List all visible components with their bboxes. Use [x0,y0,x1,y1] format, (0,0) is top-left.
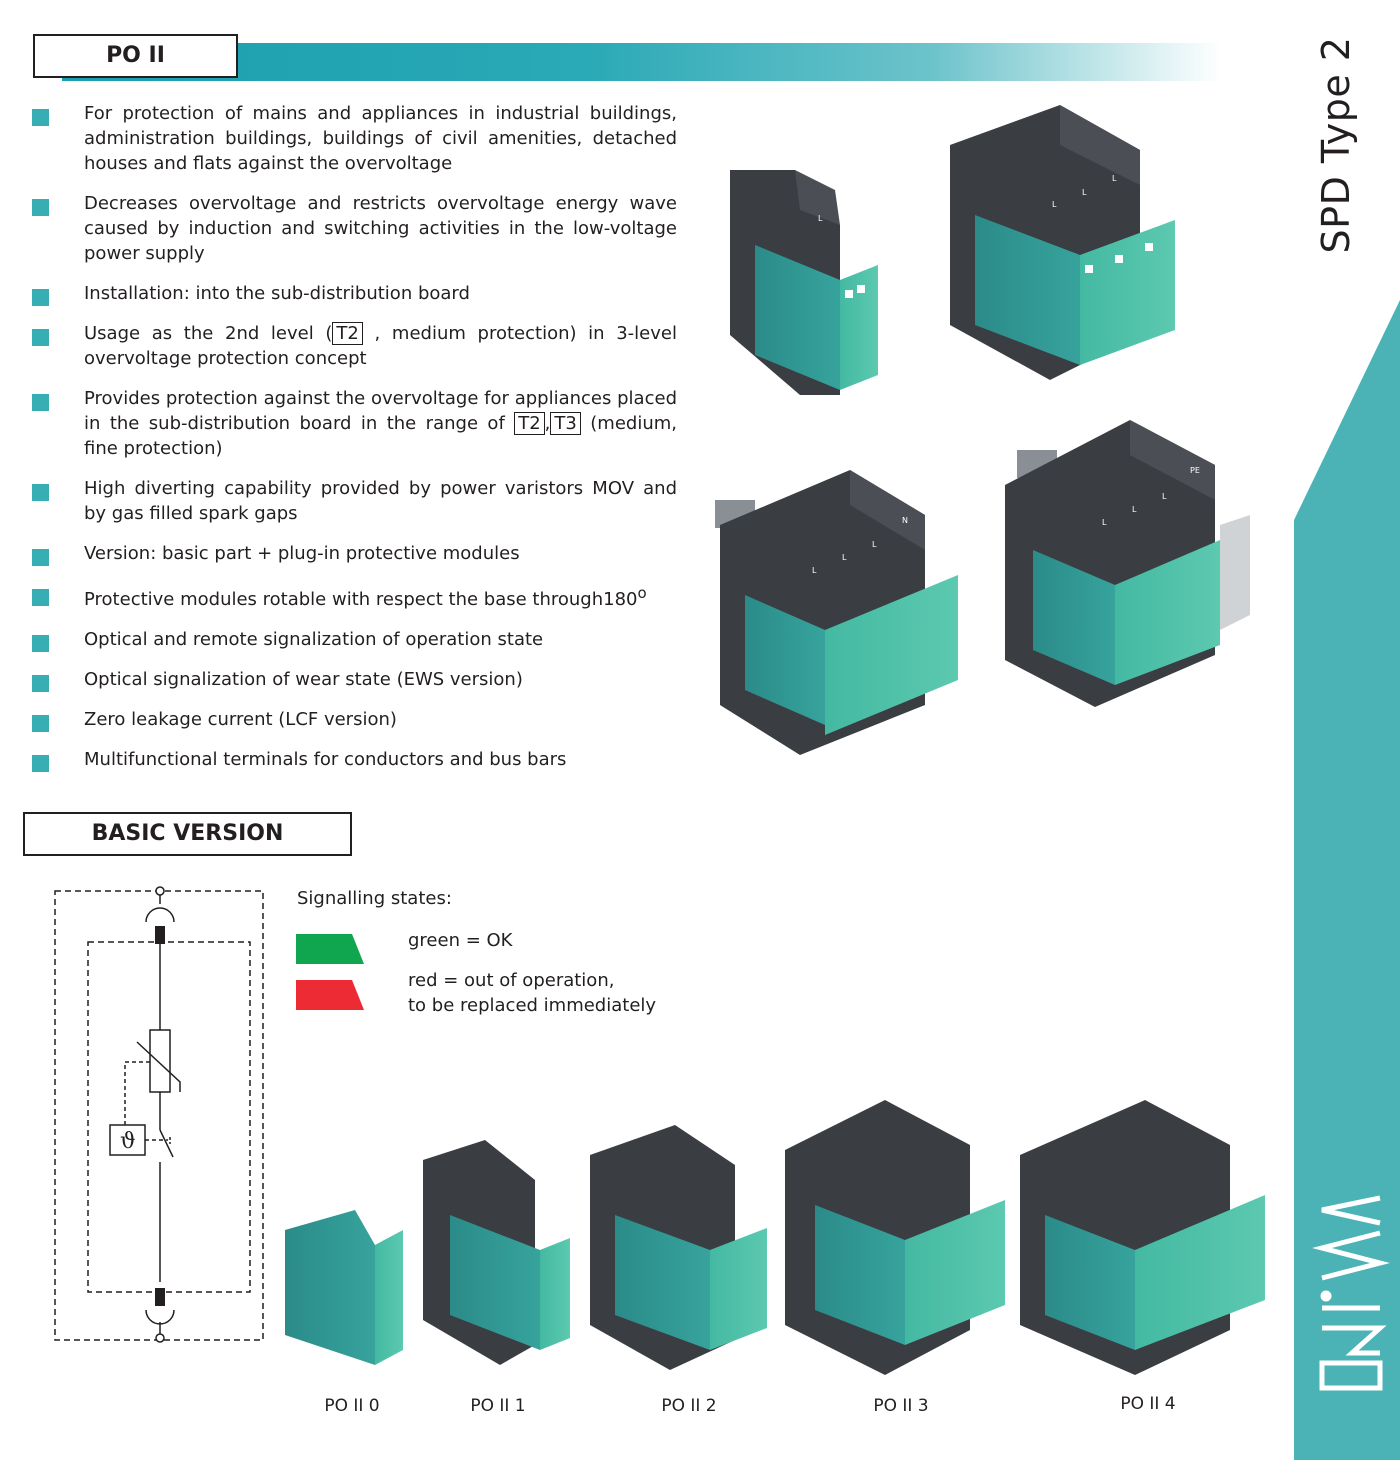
po-ii-3-device [785,1100,1005,1375]
pole-label: L [842,553,847,562]
model-label-po-ii-2: PO II 2 [661,1396,717,1416]
feature-item: Version: basic part + plug-in protective… [32,541,677,566]
bullet-square-icon [32,755,49,772]
feature-item: For protection of mains and appliances i… [32,101,677,176]
side-band [1294,300,1400,1460]
red-state-text-line1: red = out of operation, [408,970,615,991]
po-ii-4-device [1020,1100,1265,1375]
bullet-square-icon [32,199,49,216]
pole-label: L [1082,188,1087,197]
feature-text: For protection of mains and appliances i… [84,103,677,174]
product-illustrations-top: L L L L L L L N L L L PE [715,105,1250,755]
feature-item: Provides protection against the overvolt… [32,386,677,461]
po-ii-0-module [285,1210,403,1365]
pole-label: L [1052,200,1057,209]
feature-item: Multifunctional terminals for conductors… [32,747,677,772]
page-title: PO II [33,34,238,78]
feature-list: For protection of mains and appliances i… [32,101,677,787]
pole-label: L [1162,492,1167,501]
bullet-square-icon [32,635,49,652]
red-state-text-line2: to be replaced immediately [408,995,657,1016]
model-label-po-ii-4: PO II 4 [1120,1394,1176,1414]
spd-type-label: SPD Type 2 [1314,36,1358,254]
green-state-text: green = OK [408,930,513,951]
feature-item: Usage as the 2nd level (T2 , medium prot… [32,321,677,371]
green-swatch [296,934,364,964]
model-label-po-ii-0: PO II 0 [324,1396,380,1416]
signal-swatches [296,934,364,1010]
feature-superscript: o [637,584,647,602]
feature-text: Version: basic part + plug-in protective… [84,543,520,564]
feature-text: Zero leakage current (LCF version) [84,709,397,730]
feature-text: Usage as the 2nd level ( [84,323,333,344]
feature-item: Decreases overvoltage and restricts over… [32,191,677,266]
pole-label: L [1102,518,1107,527]
basic-version-title: BASIC VERSION [23,812,352,856]
po-ii-2-device [590,1125,767,1370]
feature-item: Installation: into the sub-distribution … [32,281,677,306]
feature-item: Protective modules rotable with respect … [32,581,677,612]
bullet-square-icon [32,394,49,411]
model-label-po-ii-3: PO II 3 [873,1396,929,1416]
feature-text: Installation: into the sub-distribution … [84,283,470,304]
pole-label: L [1112,174,1117,183]
pole-label: L [872,540,877,549]
feature-text: Decreases overvoltage and restricts over… [84,193,677,264]
product-illustrations-bottom [285,1100,1265,1375]
bullet-square-icon [32,484,49,501]
bullet-square-icon [32,289,49,306]
spd-device-3pole: L L L [950,105,1175,380]
signalling-title: Signalling states: [297,888,452,909]
bullet-square-icon [32,549,49,566]
bullet-square-icon [32,109,49,126]
spd-device-1pole: L [730,170,878,395]
spd-device-3pole-n: L L L N [715,470,958,755]
pole-label: PE [1190,466,1200,475]
model-label-po-ii-1: PO II 1 [470,1396,526,1416]
pole-label: N [902,516,908,525]
feature-text: Optical signalization of wear state (EWS… [84,669,523,690]
protection-class-badge: T2 [514,412,545,435]
spd-device-3pole-pe: L L L PE [1005,420,1250,707]
feature-item: Zero leakage current (LCF version) [32,707,677,732]
header-gradient-bar [62,43,1222,81]
feature-item: Optical and remote signalization of oper… [32,627,677,652]
feature-text: Protective modules rotable with respect … [84,589,638,610]
bullet-square-icon [32,715,49,732]
bullet-square-icon [32,329,49,346]
feature-text: Multifunctional terminals for conductors… [84,749,567,770]
feature-item: High diverting capability provided by po… [32,476,677,526]
feature-text: High diverting capability provided by po… [84,478,677,524]
bullet-square-icon [32,589,49,606]
protection-class-badge: T2 [332,322,363,345]
feature-text: , medium protection) in 3-level overvolt… [84,323,677,369]
feature-text: Provides protection against the overvolt… [84,388,677,434]
feature-item: Optical signalization of wear state (EWS… [32,667,677,692]
feature-separator: , [544,413,551,434]
brand-logo [1312,1175,1392,1398]
pole-label: L [818,214,823,223]
pole-label: L [1132,505,1137,514]
thermal-symbol: ϑ [120,1129,136,1154]
pole-label: L [812,566,817,575]
feature-text: (medium, fine protection) [84,413,678,459]
protection-class-badge: T3 [550,412,581,435]
po-ii-1-device [423,1140,570,1365]
bullet-square-icon [32,675,49,692]
schematic-diagram: ϑ [54,886,264,1343]
red-swatch [296,980,364,1010]
feature-text: Optical and remote signalization of oper… [84,629,544,650]
